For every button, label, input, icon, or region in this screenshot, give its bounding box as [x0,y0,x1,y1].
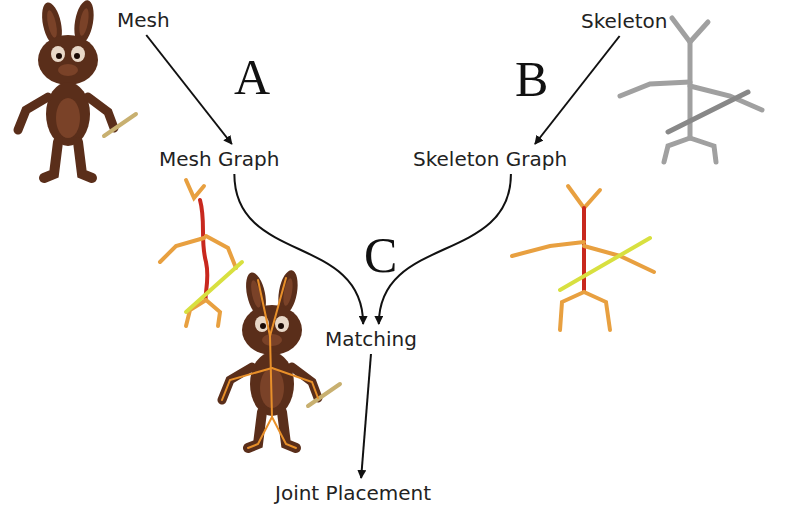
flow-arrow [379,174,511,324]
step-text: Skeleton [581,9,667,33]
step-label: Joint Placement [272,480,434,506]
flow-arrow [234,174,363,324]
step-label: Skeleton [578,8,670,34]
placed-joints-figure [222,269,340,448]
flow-arrow [361,354,371,478]
step-label: Skeleton Graph [410,146,570,172]
step-text: Mesh Graph [159,147,279,171]
skeleton-figure [620,18,762,162]
step-text: Matching [325,327,417,351]
step-label: Matching [322,326,420,352]
step-label: Mesh [114,7,173,33]
stage-letter: A [234,52,270,102]
step-text: Mesh [117,8,170,32]
stage-letter: C [364,230,397,280]
step-text: Joint Placement [275,481,431,505]
step-text: Skeleton Graph [413,147,567,171]
step-label: Mesh Graph [156,146,282,172]
skeleton-graph-figure [512,186,654,330]
stage-letter: B [515,54,548,104]
mesh-graph-figure [160,180,242,326]
flow-arrow [146,35,232,144]
